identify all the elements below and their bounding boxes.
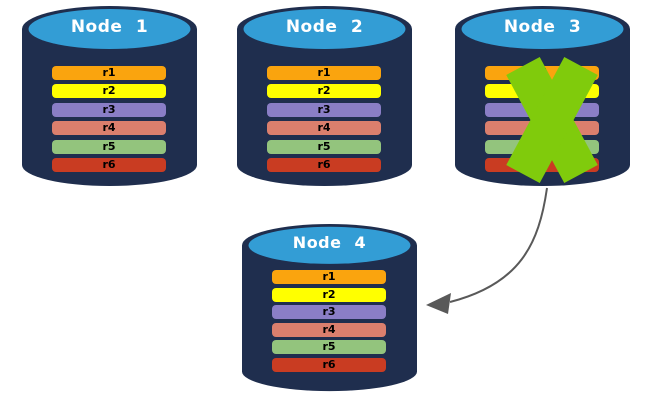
- node-2-records: r1 r2 r3 r4 r5 r6: [267, 66, 381, 172]
- record-bar-r3: r3: [267, 102, 381, 117]
- node-1-records: r1 r2 r3 r4 r5 r6: [52, 66, 166, 172]
- record-bar-r1: r1: [267, 66, 381, 80]
- cylinder-top: [243, 9, 406, 49]
- record-bar-r5: r5: [272, 340, 386, 355]
- record-bar-r4: r4: [52, 121, 166, 136]
- record-bar-r1: r1: [52, 66, 166, 80]
- node-1: Node 1 r1 r2 r3 r4 r5 r6: [22, 6, 197, 187]
- record-bar-r1: r1: [272, 270, 386, 284]
- cylinder-top: [28, 9, 191, 49]
- x-stroke: [506, 57, 598, 183]
- record-bar-r6: r6: [52, 157, 166, 172]
- record-bar-r6: r6: [272, 357, 386, 372]
- record-bar-r2: r2: [52, 84, 166, 99]
- record-bar-r2: r2: [272, 287, 386, 302]
- node-2-title: Node 2: [285, 17, 364, 37]
- arrow-curve: [449, 187, 548, 303]
- record-bar-r4: r4: [272, 322, 386, 337]
- node-2: Node 2 r1 r2 r3 r4 r5 r6: [237, 6, 412, 187]
- failure-x-icon: [506, 57, 598, 183]
- node-4: Node 4 r1 r2 r3 r4 r5 r6: [242, 224, 417, 392]
- record-bar-r2: r2: [267, 84, 381, 99]
- transfer-arrow-icon: [426, 187, 548, 314]
- record-bar-r3: r3: [272, 305, 386, 320]
- record-bar-r5: r5: [52, 139, 166, 154]
- node-1-title: Node 1: [70, 17, 149, 37]
- record-bar-r5: r5: [267, 139, 381, 154]
- arrow-head: [426, 293, 451, 314]
- record-bar-r6: r6: [267, 157, 381, 172]
- record-bar-r3: r3: [52, 102, 166, 117]
- cylinder-top: [248, 226, 411, 264]
- node-4-records: r1 r2 r3 r4 r5 r6: [272, 270, 386, 372]
- record-bar-r4: r4: [267, 121, 381, 136]
- node-4-title: Node 4: [292, 233, 367, 252]
- node-3-title: Node 3: [503, 17, 582, 37]
- cylinder-top: [461, 9, 624, 49]
